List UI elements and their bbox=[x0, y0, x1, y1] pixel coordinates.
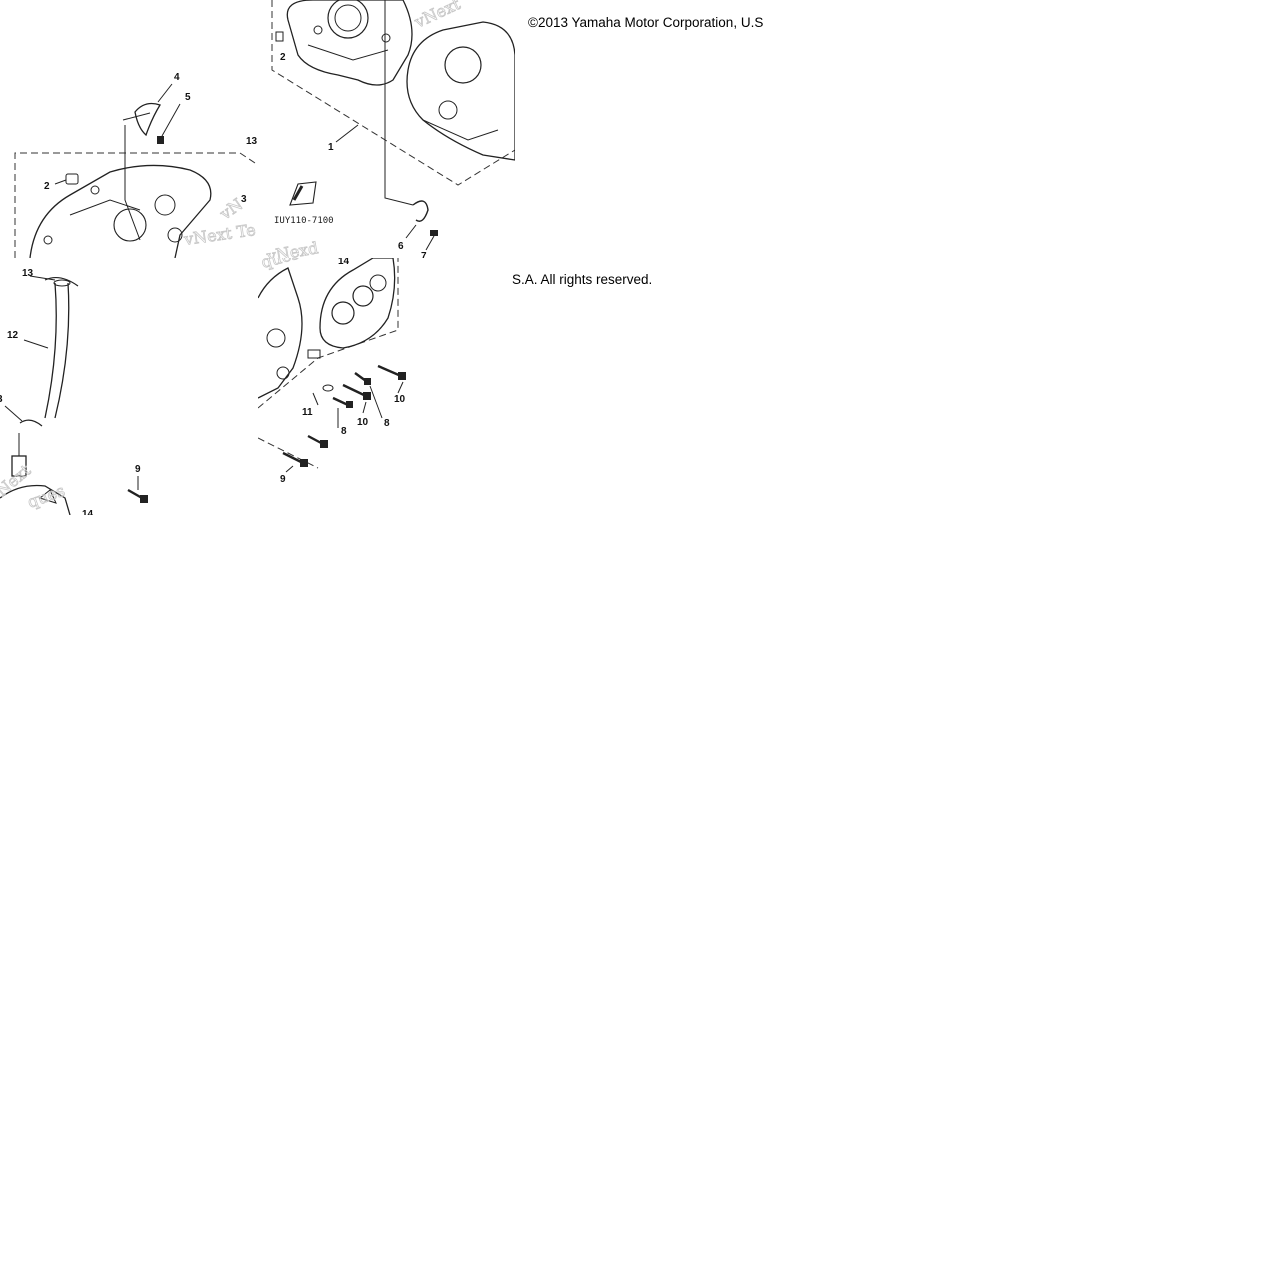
callout-8: 8 bbox=[341, 426, 347, 437]
callout-12: 12 bbox=[7, 330, 19, 341]
part-code: IUY110-7100 bbox=[274, 216, 334, 226]
callout-7: 7 bbox=[421, 251, 427, 258]
copyright-line-2: S.A. All rights reserved. bbox=[512, 272, 653, 287]
callout-13: 13 bbox=[22, 268, 34, 279]
callout-4: 4 bbox=[174, 72, 180, 83]
copyright-line-1: ©2013 Yamaha Motor Corporation, U.S bbox=[528, 15, 764, 30]
callout-2: 2 bbox=[44, 181, 50, 192]
svg-text:vNexd: vNexd bbox=[264, 238, 319, 258]
callout-14: 14 bbox=[338, 258, 350, 267]
callout-9: 9 bbox=[280, 474, 286, 485]
diagram-tile-bolts: ques 14 11 8 10 8 10 9 bbox=[258, 258, 515, 515]
callout-9: 9 bbox=[135, 464, 141, 475]
diagram-tile-breather-hose: vNext ques 13 12 3 9 14 bbox=[0, 258, 258, 515]
diagram-tile-crankcase-left: vNext Te vN 4 5 13 2 3 bbox=[0, 0, 258, 258]
diagram-tile-crankcase-top: vNext vNexd 2 1 6 7 IUY110-7100 bbox=[258, 0, 515, 258]
svg-text:vNext Te: vNext Te bbox=[182, 220, 257, 249]
crankcase-left-drawing: vNext Te vN 4 5 13 2 3 bbox=[14, 72, 258, 258]
callout-3: 3 bbox=[0, 394, 3, 405]
fwd-arrow-icon bbox=[289, 181, 317, 206]
callout-11: 11 bbox=[302, 407, 313, 418]
callout-10: 10 bbox=[394, 394, 406, 405]
callout-14: 14 bbox=[82, 509, 94, 515]
callout-10: 10 bbox=[357, 417, 369, 428]
callout-2: 2 bbox=[280, 52, 286, 63]
bolts-drawing: ques 14 11 8 10 8 10 9 bbox=[258, 258, 406, 485]
breather-hose-drawing: vNext ques 13 12 3 9 14 bbox=[0, 268, 148, 515]
callout-6: 6 bbox=[398, 241, 404, 252]
svg-text:ques: ques bbox=[259, 258, 301, 272]
callout-8: 8 bbox=[384, 418, 390, 429]
callout-13: 13 bbox=[246, 136, 258, 147]
callout-1: 1 bbox=[328, 142, 334, 153]
callout-3: 3 bbox=[241, 194, 247, 205]
crankcase-top-drawing: vNext vNexd 2 1 6 7 IUY110-7100 bbox=[264, 0, 515, 258]
callout-5: 5 bbox=[185, 92, 191, 103]
